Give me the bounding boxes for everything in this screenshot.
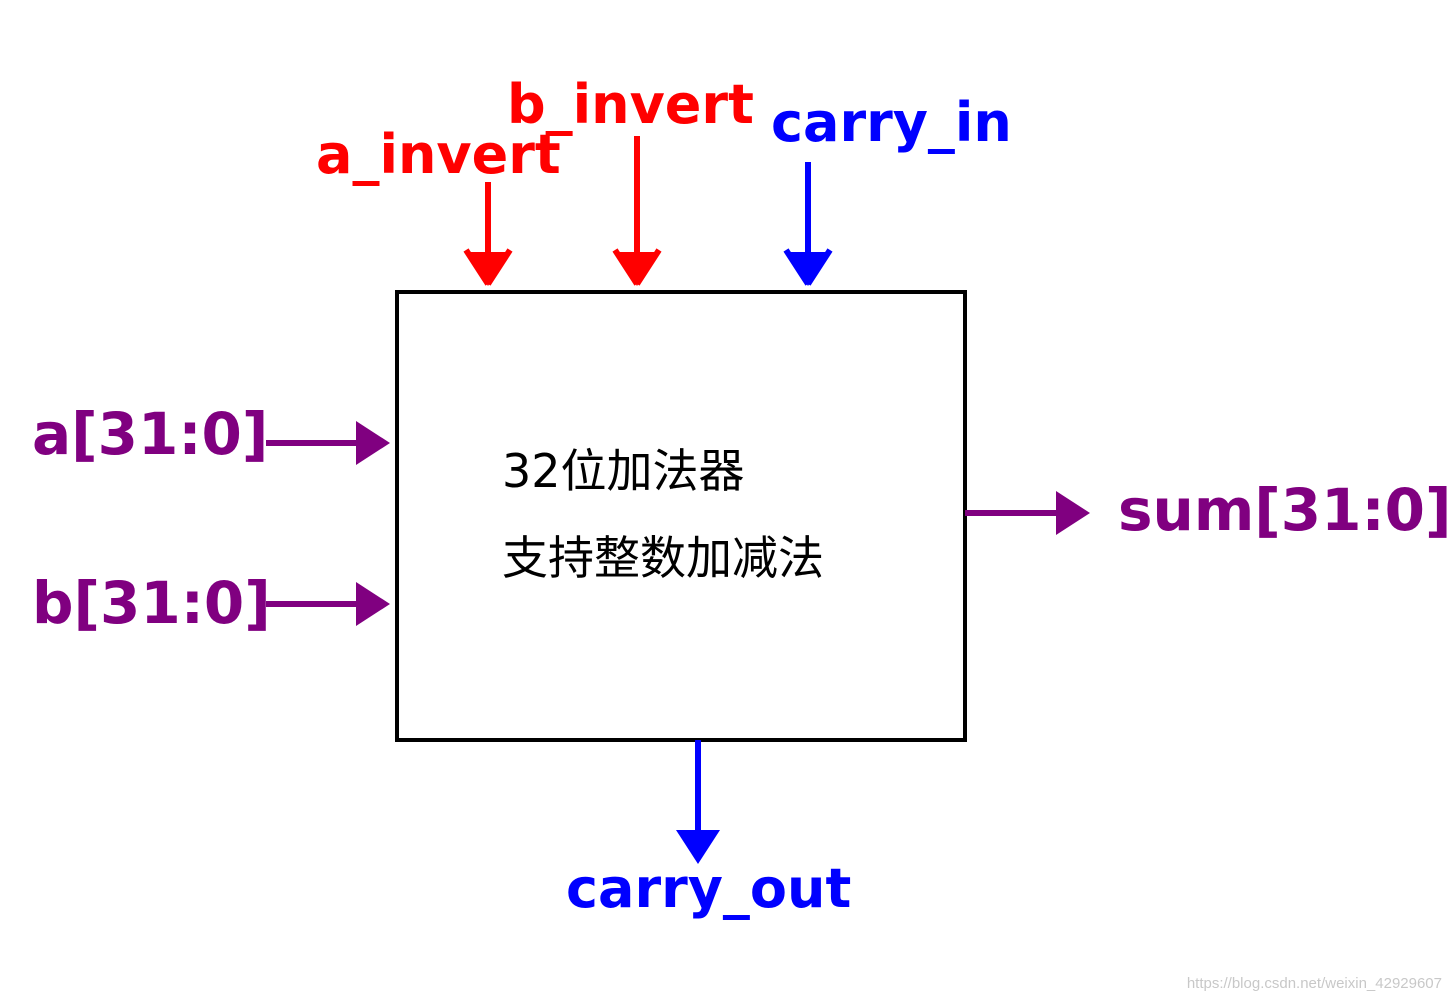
carry-in-arrow (783, 162, 833, 286)
a-bus-arrow (266, 421, 390, 465)
block-subtitle: 支持整数加减法 (502, 531, 824, 585)
b-bus-label: b[31:0] (32, 569, 271, 637)
adder-block (395, 290, 967, 742)
block-title: 32位加法器 (502, 444, 745, 498)
carry-out-label: carry_out (566, 857, 852, 920)
watermark: https://blog.csdn.net/weixin_42929607 (1186, 975, 1442, 992)
sum-bus-label: sum[31:0] (1118, 476, 1450, 544)
a-bus-label: a[31:0] (32, 400, 269, 468)
b-bus-arrow (266, 582, 390, 626)
a-invert-arrow (463, 182, 513, 286)
a-invert-label: a_invert (316, 123, 561, 186)
b-invert-arrow (612, 136, 662, 286)
sum-bus-arrow (965, 491, 1090, 535)
b-invert-label: b_invert (507, 73, 754, 136)
carry-out-arrow (676, 740, 720, 864)
carry-in-label: carry_in (771, 91, 1012, 154)
